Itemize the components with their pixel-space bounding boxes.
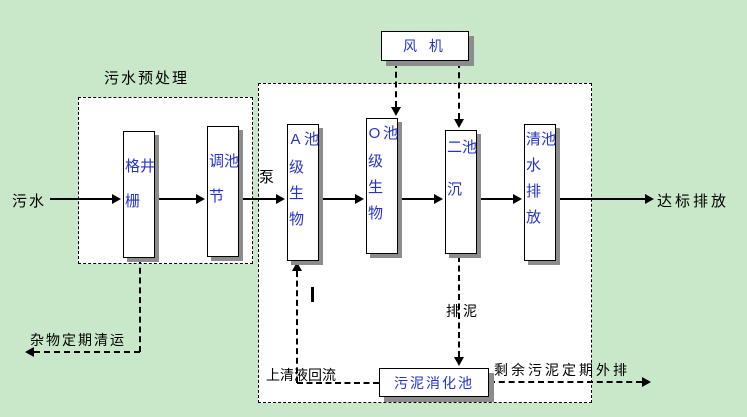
debris-arrow-head (25, 347, 34, 357)
a-bio-tank-node: A级生物池 (287, 124, 319, 261)
fan-air-head-right (454, 119, 464, 128)
obio-to-clarifier-line (400, 198, 434, 200)
influent-arrow-line (50, 198, 112, 200)
influent-label: 污水 (12, 193, 47, 210)
reflux-horizontal-line (297, 382, 379, 384)
excess-sludge-line (489, 381, 642, 383)
secondary-clarifier-label: 二沉池 (445, 139, 477, 223)
excess-sludge-label: 剩余污泥定期外排 (494, 362, 630, 378)
obio-to-clarifier-head (434, 194, 443, 204)
o-bio-tank-node: O级生物池 (366, 118, 398, 254)
regulating-tank-label: 调节池 (207, 153, 239, 223)
regulating-to-abio-line (241, 198, 276, 200)
abio-to-obio-line (321, 198, 355, 200)
sludge-discharge-head (454, 357, 464, 366)
fan-node: 风 机 (381, 31, 469, 61)
regulating-to-abio-head (276, 194, 285, 204)
fan-air-line-left (395, 62, 397, 107)
vertical-tick-mark (311, 287, 314, 302)
sludge-discharge-line (458, 256, 460, 357)
cleanwater-to-effluent-head (645, 194, 654, 204)
reflux-arrow-head (292, 262, 302, 271)
pump-label: 泵 (259, 169, 275, 186)
o-bio-tank-label: O级生物池 (366, 125, 398, 231)
sludge-digestion-label: 污泥消化池 (394, 374, 474, 391)
abio-to-obio-head (355, 194, 364, 204)
excess-sludge-head (642, 377, 651, 387)
clean-water-tank-node: 清水排放池 (524, 124, 556, 261)
gridwell-to-regulating-head (196, 194, 205, 204)
debris-horizontal-line (34, 351, 140, 353)
grid-well-node: 格栅井 (123, 131, 155, 258)
sludge-digestion-node: 污泥消化池 (379, 368, 489, 397)
a-bio-tank-label: A级生物池 (287, 131, 319, 237)
clarifier-to-cleanwater-head (513, 194, 522, 204)
grid-well-label: 格栅井 (123, 158, 155, 228)
fan-air-head-left (391, 107, 401, 116)
gridwell-to-regulating-line (157, 198, 196, 200)
effluent-label: 达标排放 (657, 193, 730, 210)
reflux-vertical-line (296, 271, 298, 383)
debris-removal-label: 杂物定期清运 (30, 332, 126, 348)
influent-arrow-head (112, 194, 121, 204)
clean-water-tank-label: 清水排放池 (524, 131, 556, 235)
clarifier-to-cleanwater-line (479, 198, 513, 200)
secondary-clarifier-node: 二沉池 (445, 130, 477, 254)
sludge-discharge-label: 排泥 (446, 303, 480, 319)
fan-node-label: 风 机 (403, 38, 447, 54)
debris-vertical-line (139, 258, 141, 352)
regulating-tank-node: 调节池 (207, 126, 239, 257)
fan-air-line-right (458, 62, 460, 119)
pretreatment-zone-label: 污水预处理 (104, 70, 190, 87)
supernatant-reflux-label: 上清液回流 (266, 367, 336, 383)
cleanwater-to-effluent-line (558, 198, 645, 200)
